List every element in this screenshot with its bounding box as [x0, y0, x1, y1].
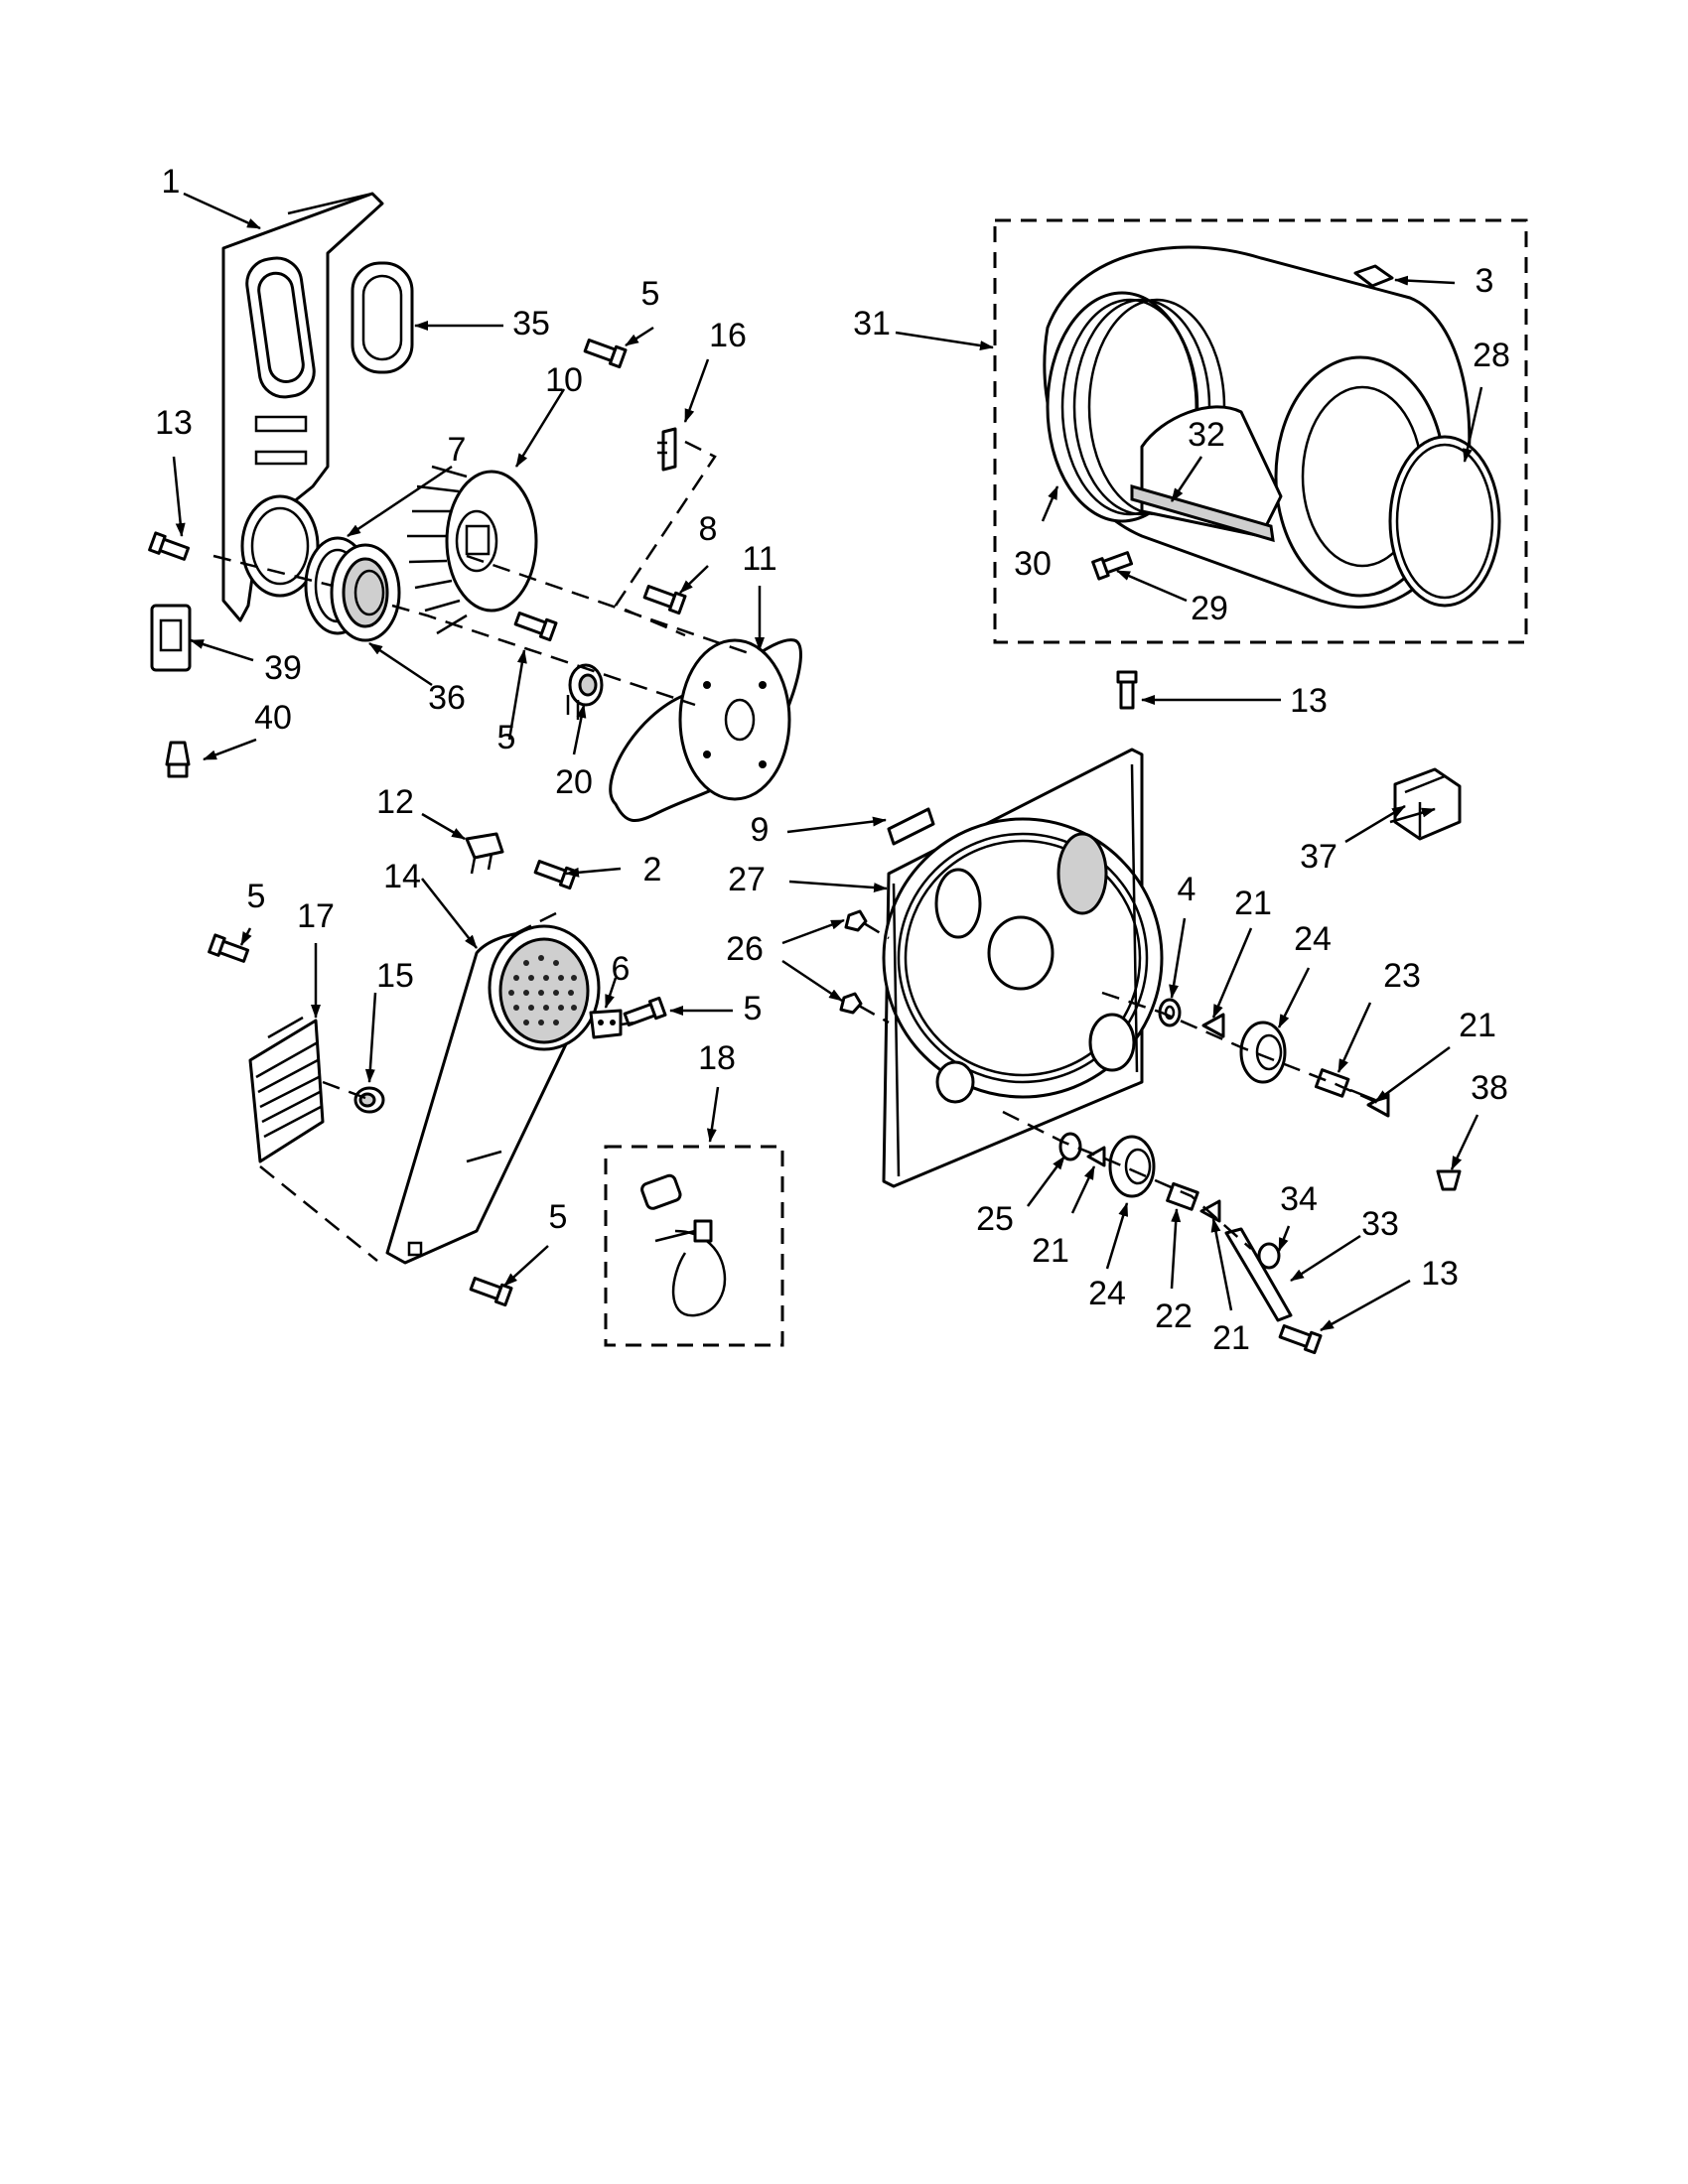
- part-20-thermostat: [566, 663, 604, 720]
- callout-22: 22: [1155, 1297, 1193, 1335]
- callout-25: 25: [976, 1200, 1014, 1238]
- screw-icon: [583, 339, 628, 369]
- callout-21: 21: [1459, 1007, 1496, 1044]
- callout-29: 29: [1191, 590, 1228, 627]
- callout-13: 13: [1290, 682, 1328, 720]
- screw-icon: [1116, 670, 1138, 710]
- screw-icon: [623, 996, 667, 1026]
- assembly-lines: [212, 440, 1381, 1262]
- part-9-felt-pad: [887, 807, 935, 846]
- part-1-rear-panel-duct: [221, 192, 384, 622]
- callout-13: 13: [1421, 1255, 1459, 1293]
- callout-12: 12: [376, 783, 414, 821]
- callout-5: 5: [549, 1198, 568, 1236]
- part-33-roller-shaft-bracket: [1224, 1227, 1293, 1322]
- part-18-wire-kit: [604, 1145, 784, 1347]
- callout-11: 11: [742, 540, 776, 578]
- callout-23: 23: [1383, 957, 1421, 995]
- callout-21: 21: [1234, 885, 1272, 922]
- part-40-plug: [165, 741, 191, 778]
- part-17-heater-assembly: [248, 1016, 325, 1163]
- callout-10: 10: [545, 361, 583, 399]
- callout-27: 27: [728, 861, 766, 898]
- part-24-roller-bottom: [1108, 1135, 1156, 1198]
- callout-13: 13: [155, 404, 193, 442]
- part-37-junction-box: [1393, 767, 1462, 841]
- screw-icon: [148, 531, 191, 561]
- callout-15: 15: [376, 957, 414, 995]
- callout-9: 9: [751, 811, 770, 849]
- callout-5: 5: [744, 990, 763, 1027]
- callout-36: 36: [428, 679, 466, 717]
- callout-34: 34: [1280, 1180, 1318, 1218]
- callout-32: 32: [1188, 416, 1225, 454]
- part-34-washer: [1257, 1242, 1281, 1270]
- callout-21: 21: [1032, 1232, 1069, 1270]
- callout-33: 33: [1361, 1205, 1399, 1243]
- callout-17: 17: [297, 897, 335, 935]
- part-27-front-bulkhead: [882, 748, 1164, 1188]
- callout-38: 38: [1471, 1069, 1508, 1107]
- callout-39: 39: [264, 649, 302, 687]
- part-25-washer: [1058, 1132, 1082, 1161]
- screw-icon-group: [148, 339, 1323, 1355]
- part-6-thermal-fuse: [589, 1009, 623, 1039]
- callout-35: 35: [512, 305, 550, 342]
- callout-16: 16: [709, 317, 747, 354]
- leader-lines: [172, 192, 1483, 1332]
- part-15-high-limit-thermostat: [353, 1086, 385, 1114]
- callout-1: 1: [162, 163, 181, 201]
- callout-37: 37: [1300, 838, 1337, 876]
- callout-8: 8: [699, 510, 718, 548]
- callout-labels: 1 35 5 16 10 13 7 8 11 39 36 40 5 20 12 …: [155, 163, 1510, 1357]
- screw-icon: [1091, 551, 1134, 581]
- callout-2: 2: [643, 851, 662, 888]
- part-16-clip: [657, 427, 677, 472]
- callout-28: 28: [1473, 337, 1510, 374]
- callout-6: 6: [612, 950, 631, 988]
- callout-5: 5: [641, 275, 660, 313]
- callout-18: 18: [698, 1039, 736, 1077]
- callout-31: 31: [853, 305, 891, 342]
- part-31-drum-assembly: [993, 218, 1528, 644]
- callout-20: 20: [555, 763, 593, 801]
- part-36-blower-housing-ring: [330, 543, 401, 642]
- part-35-duct-seal: [351, 261, 414, 374]
- part-38-connector: [1436, 1169, 1462, 1191]
- part-23-axle-top: [1314, 1068, 1376, 1102]
- callout-21: 21: [1212, 1319, 1250, 1357]
- part-12-clip: [465, 832, 504, 875]
- callout-5: 5: [247, 878, 266, 915]
- callout-14: 14: [383, 858, 421, 895]
- heater-duct-mesh: [508, 955, 577, 1025]
- callout-30: 30: [1014, 545, 1052, 583]
- screw-icon: [642, 585, 687, 615]
- callout-3: 3: [1476, 262, 1494, 300]
- part-24-roller-top: [1239, 1021, 1287, 1084]
- callout-40: 40: [254, 699, 292, 737]
- screw-icon: [1278, 1324, 1323, 1355]
- callout-5: 5: [497, 719, 516, 756]
- part-26-nuts: [839, 909, 868, 1015]
- part-22-axle-bottom: [1166, 1181, 1199, 1211]
- callout-24: 24: [1088, 1275, 1126, 1312]
- callout-24: 24: [1294, 920, 1332, 958]
- part-10-blower-wheel: [407, 465, 538, 635]
- callout-4: 4: [1178, 871, 1196, 908]
- part-11-blower-housing: [609, 638, 802, 823]
- part-14-heater-duct: [385, 924, 601, 1265]
- part-39-bracket: [150, 604, 192, 672]
- callout-26: 26: [726, 930, 764, 968]
- part-3-drum-clip: [1353, 264, 1394, 288]
- screw-icon: [208, 933, 250, 963]
- callout-7: 7: [448, 431, 467, 469]
- screw-icon: [513, 612, 558, 642]
- screw-icon: [469, 1277, 513, 1307]
- part-28-drum-seal: [1388, 435, 1501, 608]
